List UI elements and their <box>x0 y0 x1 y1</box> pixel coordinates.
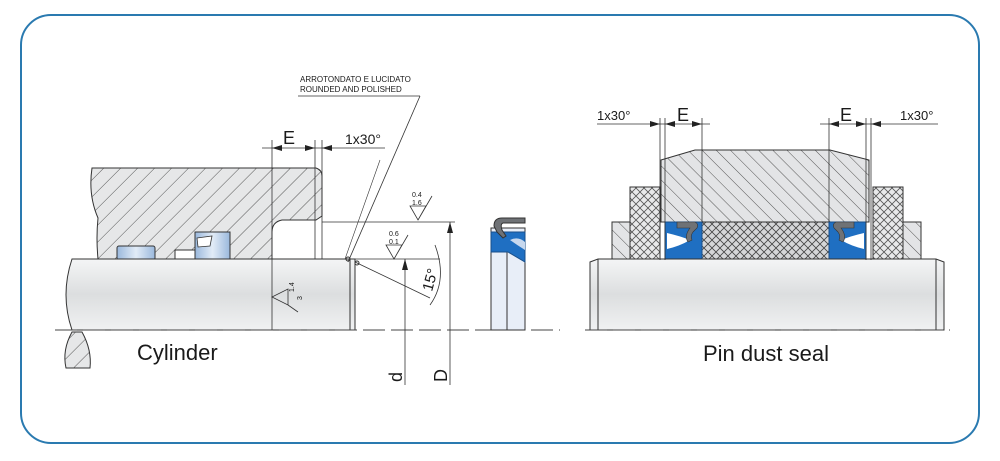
pin-dust-seal-drawing: 1x30° E E 1x30° Pin dust seal <box>585 105 950 366</box>
roughness-rod-2: 3 <box>297 296 304 300</box>
dim-d-label: d <box>386 372 406 382</box>
dim-E-label: E <box>283 128 295 148</box>
roughness-mid-2: 0.1 <box>389 239 399 246</box>
angle-label: 15° <box>419 267 441 293</box>
dim-E-right: E <box>840 105 852 125</box>
roughness-top-1: 0.4 <box>412 192 422 199</box>
cylinder-drawing: E 1x30° ARROTONDATO E LUCIDATO ROUNDED A… <box>55 75 560 385</box>
cylinder-rod <box>65 258 356 331</box>
note-line-1: ARROTONDATO E LUCIDATO <box>300 75 411 84</box>
guide-ring <box>116 245 156 261</box>
pin-dust-seal-caption: Pin dust seal <box>703 341 829 366</box>
roughness-mid-1: 0.6 <box>389 231 399 238</box>
dim-chamfer-right: 1x30° <box>900 108 933 123</box>
roughness-top-2: 1.6 <box>412 200 422 207</box>
cylinder-caption: Cylinder <box>137 340 218 365</box>
dim-E-left: E <box>677 105 689 125</box>
dim-chamfer-label: 1x30° <box>345 131 381 147</box>
dim-chamfer-left: 1x30° <box>597 108 630 123</box>
note-line-2: ROUNDED AND POLISHED <box>300 85 402 94</box>
roughness-rod-1: 1.4 <box>289 282 296 292</box>
wiper-seal-icon <box>490 217 526 331</box>
dim-D-label: D <box>431 369 451 382</box>
